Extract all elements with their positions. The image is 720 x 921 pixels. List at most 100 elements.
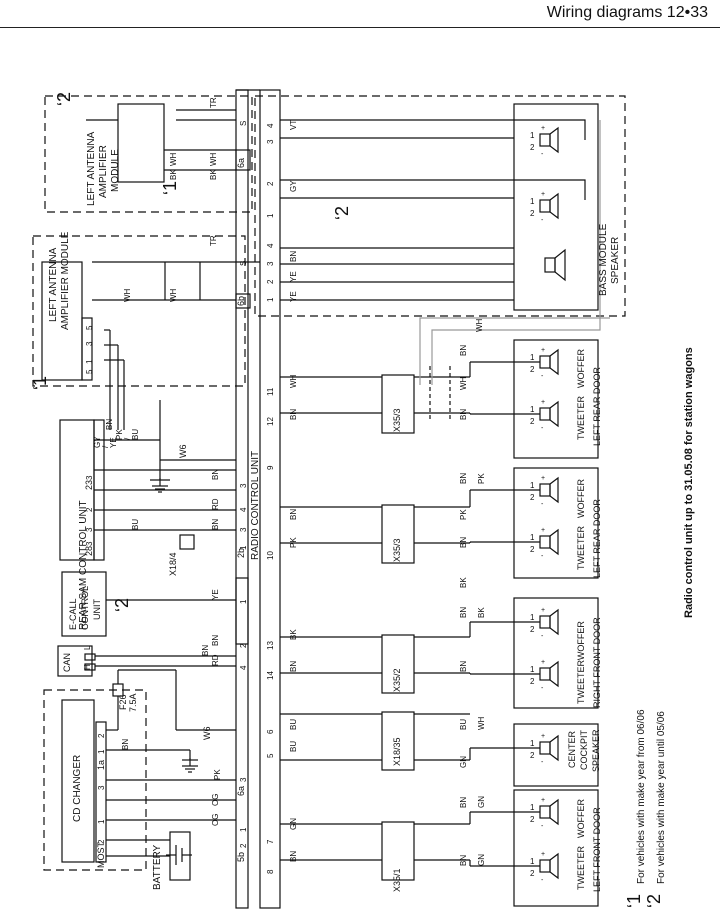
left-front-tweeter-label: TWEETER bbox=[576, 846, 586, 890]
pin-number: 4 bbox=[239, 507, 248, 512]
speaker-right-rear-woffer bbox=[539, 535, 551, 549]
wire-label: - bbox=[541, 151, 544, 158]
wire-label: 2 bbox=[530, 493, 535, 502]
pin-number: 10 bbox=[266, 551, 275, 560]
wire-color-label: BN bbox=[289, 509, 298, 520]
pin-number: 9 bbox=[266, 465, 275, 470]
ecall-label-3: UNIT bbox=[92, 599, 102, 620]
bass-module-box bbox=[513, 103, 599, 311]
can-l-label: L bbox=[83, 645, 92, 650]
wire-color-label: WH bbox=[475, 318, 484, 332]
wire-label: 2 bbox=[530, 677, 535, 686]
wire-color-label: BU bbox=[131, 429, 140, 440]
ecall-label-2: CONTROL bbox=[80, 586, 90, 630]
wire-color-label: BU bbox=[131, 519, 140, 530]
connector-2b-label: 2b bbox=[236, 548, 246, 558]
wire-color-label: BN bbox=[459, 661, 468, 672]
ecall-connector-block bbox=[235, 577, 249, 645]
x35-3-rear-label: X35/3 bbox=[392, 408, 402, 432]
pin-number: 1 bbox=[266, 213, 275, 218]
can-h-label: H bbox=[83, 664, 92, 670]
wire-label: 2 bbox=[530, 545, 535, 554]
wire-label: 2 bbox=[530, 815, 535, 824]
diagram-caption: Radio control unit up to 31.05.08 for st… bbox=[683, 347, 695, 618]
wire-color-label: OG bbox=[211, 794, 220, 806]
right-rear-tweeter-label: TWEETER bbox=[576, 526, 586, 570]
left-rear-tweeter-label: TWEETER bbox=[576, 396, 586, 440]
center-label-3: SPEAKER bbox=[591, 729, 601, 772]
wire-color-label: BK bbox=[477, 607, 486, 618]
wire-label: 1 bbox=[530, 131, 535, 140]
wire-color-label: BK bbox=[209, 169, 218, 180]
pin-number: 1 bbox=[97, 749, 106, 754]
wire-color-label: BN bbox=[105, 419, 114, 430]
wire-label: + bbox=[541, 733, 545, 740]
wire-label: 2 bbox=[530, 417, 535, 426]
right-rear-group bbox=[513, 467, 599, 579]
radio-label: RADIO CONTROL UNIT bbox=[250, 451, 261, 560]
wire-color-label: PK bbox=[115, 429, 124, 440]
wire-color-label: GY bbox=[289, 180, 298, 192]
bass-speaker-lower bbox=[539, 199, 551, 213]
pin-number: 1 bbox=[239, 545, 248, 550]
wire-color-label: BN bbox=[211, 635, 220, 646]
left-rear-woffer-label: WOFFER bbox=[576, 349, 586, 388]
wire-color-label: PK bbox=[477, 473, 486, 484]
pin-number: 3 bbox=[85, 527, 94, 532]
pin-number: 1 bbox=[97, 819, 106, 824]
footnote-1: For vehicles with make year from 06/06 bbox=[636, 709, 647, 884]
pin-number: 1 bbox=[239, 827, 248, 832]
pin-number: 4 bbox=[239, 665, 248, 670]
x35-1-label: X35/1 bbox=[392, 868, 402, 892]
wire-color-label: RD bbox=[211, 498, 220, 510]
wire-label: - bbox=[541, 823, 544, 830]
center-label: CENTER bbox=[567, 730, 577, 768]
pin-number: 7 bbox=[266, 839, 275, 844]
wire-color-label: BN bbox=[459, 607, 468, 618]
pin-number: 3 bbox=[266, 261, 275, 266]
wire-color-label: S bbox=[239, 261, 248, 266]
left-antenna-top-box bbox=[117, 103, 165, 183]
wire-label: 1 bbox=[530, 197, 535, 206]
pin-number: 8 bbox=[266, 869, 275, 874]
ecall-label: E-CALL bbox=[68, 598, 78, 630]
wire-color-label: / bbox=[101, 445, 110, 448]
battery-box bbox=[169, 831, 191, 881]
wire-path bbox=[549, 192, 559, 220]
bass-label-2: SPEAKER bbox=[610, 237, 621, 284]
pin-number: 3 bbox=[85, 475, 94, 480]
left-front-door-label: LEFT FRONT DOOR bbox=[592, 807, 602, 892]
pin-number: 11 bbox=[266, 387, 275, 396]
box-outline bbox=[84, 653, 96, 661]
pin-number: 2 bbox=[97, 839, 106, 844]
wire-path bbox=[549, 126, 559, 154]
wire-color-label: S bbox=[239, 121, 248, 126]
pin-number: 5 bbox=[266, 753, 275, 758]
connector-6a-top bbox=[235, 149, 251, 171]
connector-x18-4 bbox=[179, 534, 195, 550]
rear-sam-label: REAR SAM CONTROL UNIT bbox=[78, 500, 89, 630]
header-rule bbox=[0, 27, 720, 28]
wire-label: - bbox=[541, 217, 544, 224]
wire-color-label: WH bbox=[459, 376, 468, 390]
right-rear-woffer-label: WOFFER bbox=[576, 479, 586, 518]
cd-changer-box bbox=[61, 699, 95, 863]
wire-label: 1 bbox=[530, 613, 535, 622]
speaker-right-rear-tweeter bbox=[539, 483, 551, 497]
page-title: Wiring diagrams 12•33 bbox=[546, 4, 708, 21]
wire-color-label: GN bbox=[459, 756, 468, 768]
bass-label: BASS MODULE bbox=[598, 223, 609, 296]
wire-label: 2 bbox=[530, 625, 535, 634]
wire-label: + bbox=[541, 659, 545, 666]
speaker-center-cockpit bbox=[539, 741, 551, 755]
pin-number: 3 bbox=[266, 139, 275, 144]
pin-number: 5 bbox=[85, 325, 94, 330]
wire-color-label: GY bbox=[93, 436, 102, 448]
radio-connector-strip bbox=[259, 89, 281, 909]
left-antenna-label: LEFT ANTENNA bbox=[48, 247, 59, 322]
wire-color-label: RD bbox=[211, 654, 220, 666]
can-box bbox=[57, 645, 93, 677]
note-marker-1-top: ‘1 bbox=[160, 181, 180, 195]
pin-number: 3 bbox=[97, 785, 106, 790]
